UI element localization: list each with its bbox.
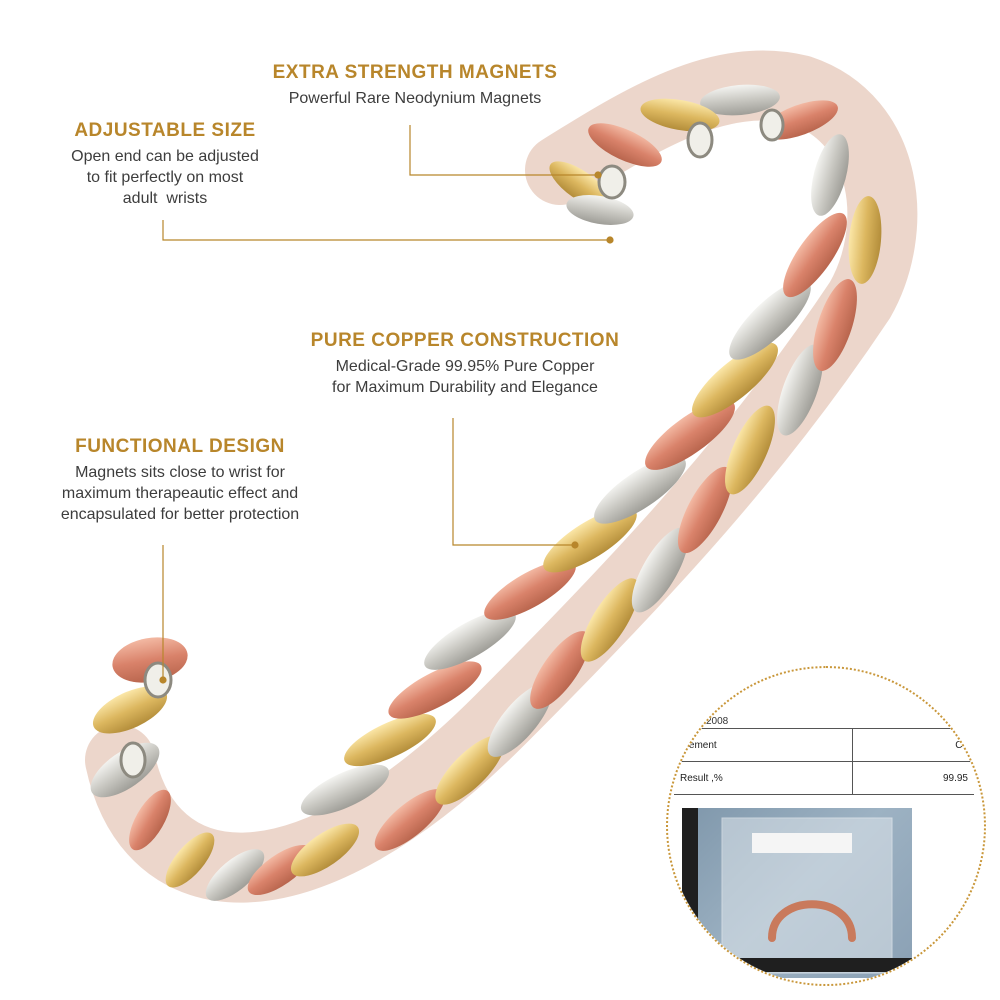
description-line: Open end can be adjusted <box>71 148 259 165</box>
description-line: maximum therapeautic effect and <box>61 485 299 502</box>
test-report-inset: 2008 Element Cu Result ,% 99.95 <box>666 666 986 986</box>
report-table: Element Cu Result ,% 99.95 <box>674 728 974 795</box>
feature-title: PURE COPPER CONSTRUCTION <box>310 330 620 351</box>
element-value: Cu <box>852 728 974 762</box>
feature-description: Medical-Grade 99.95% Pure Copper for Max… <box>290 356 640 398</box>
feature-pure-copper-construction: PURE COPPER CONSTRUCTION Medical-Grade 9… <box>290 330 640 398</box>
feature-description: Magnets sits close to wrist for maximum … <box>20 462 340 525</box>
description-line: to fit perfectly on most <box>86 169 244 186</box>
table-row: Result ,% 99.95 <box>674 761 974 795</box>
result-value: 99.95 <box>852 761 974 795</box>
sample-bag-image <box>682 808 912 978</box>
element-label: Element <box>674 728 853 762</box>
feature-title: EXTRA STRENGTH MAGNETS <box>272 62 558 83</box>
description-line: Medical-Grade 99.95% Pure Copper <box>335 358 595 375</box>
description-line: adult wrists <box>122 190 208 207</box>
feature-extra-strength-magnets: EXTRA STRENGTH MAGNETS Powerful Rare Neo… <box>240 62 590 109</box>
callout-lines <box>159 125 614 684</box>
feature-title: ADJUSTABLE SIZE <box>74 120 256 141</box>
report-year: 2008 <box>706 716 729 727</box>
braid-segments <box>90 84 882 901</box>
feature-adjustable-size: ADJUSTABLE SIZE Open end can be adjusted… <box>30 120 300 209</box>
feature-title: FUNCTIONAL DESIGN <box>75 436 285 457</box>
feature-functional-design: FUNCTIONAL DESIGN Magnets sits close to … <box>20 436 340 525</box>
feature-description: Powerful Rare Neodynium Magnets <box>240 88 590 109</box>
table-row: Element Cu <box>674 728 974 762</box>
result-label: Result ,% <box>674 761 853 795</box>
description-line: for Maximum Durability and Elegance <box>332 379 598 396</box>
description-line: Magnets sits close to wrist for <box>75 464 285 481</box>
sample-photo <box>682 808 912 978</box>
description-line: Powerful Rare Neodynium Magnets <box>288 90 542 107</box>
magnet-icons <box>119 108 785 779</box>
feature-description: Open end can be adjusted to fit perfectl… <box>30 146 300 209</box>
description-line: encapsulated for better protection <box>60 506 300 523</box>
